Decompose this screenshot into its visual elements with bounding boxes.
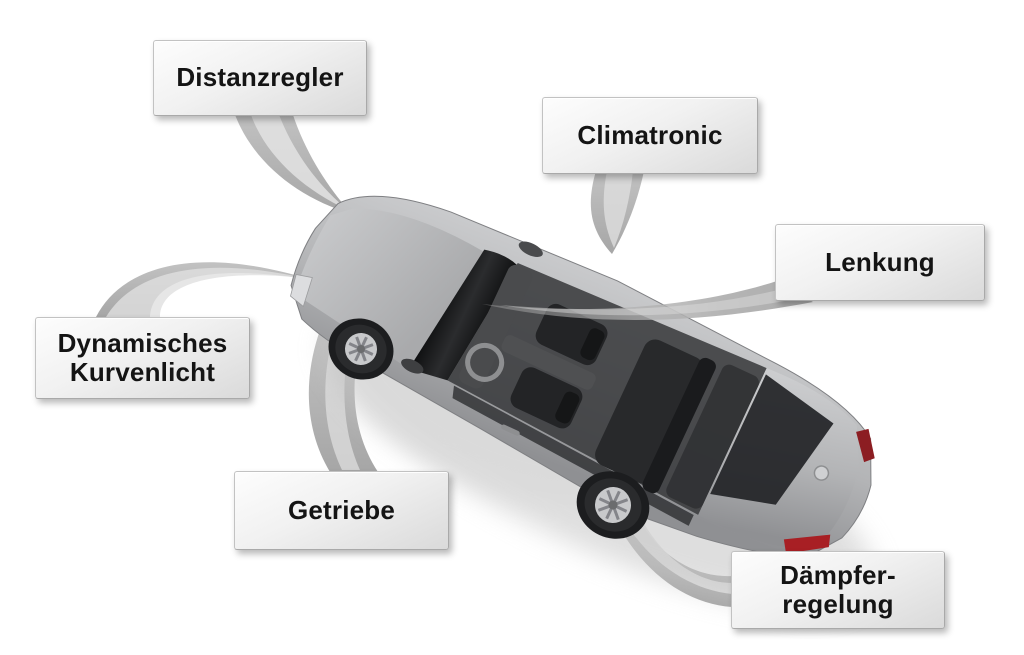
car-windshield	[408, 249, 517, 381]
connector-distanzregler	[234, 112, 352, 214]
taillight-left	[783, 534, 831, 554]
center-console	[501, 335, 596, 390]
car-illustration	[290, 195, 875, 557]
car-hood	[294, 208, 484, 369]
mirror-right	[518, 241, 543, 258]
taillight-right	[856, 428, 875, 463]
headrest-front-right	[580, 328, 605, 361]
trunk-area	[666, 364, 759, 509]
dashboard	[459, 264, 533, 389]
brand-logo	[813, 465, 830, 481]
headrest-front-left	[555, 391, 580, 424]
callout-dynamisches-kurvenlicht: Dynamisches Kurvenlicht	[35, 317, 250, 399]
callout-climatronic: Climatronic	[542, 97, 758, 174]
callout-distanzregler: Distanzregler	[153, 40, 367, 116]
callout-daempferregelung: Dämpfer- regelung	[731, 551, 945, 629]
wheel-rear	[576, 471, 650, 539]
connector-kurvenlicht	[96, 262, 312, 317]
steering-wheel	[465, 342, 505, 382]
connector-climatronic	[590, 171, 644, 254]
mirror-left	[401, 358, 424, 374]
callout-getriebe: Getriebe	[234, 471, 449, 550]
wheel-front	[328, 318, 394, 380]
rear-bench-backrest	[642, 357, 716, 494]
callout-lenkung: Lenkung	[775, 224, 985, 301]
headlight	[290, 274, 313, 308]
connector-lenkung	[482, 281, 813, 320]
rear-window	[710, 374, 834, 505]
door-handle-front	[501, 424, 520, 436]
rear-bench	[595, 339, 704, 484]
